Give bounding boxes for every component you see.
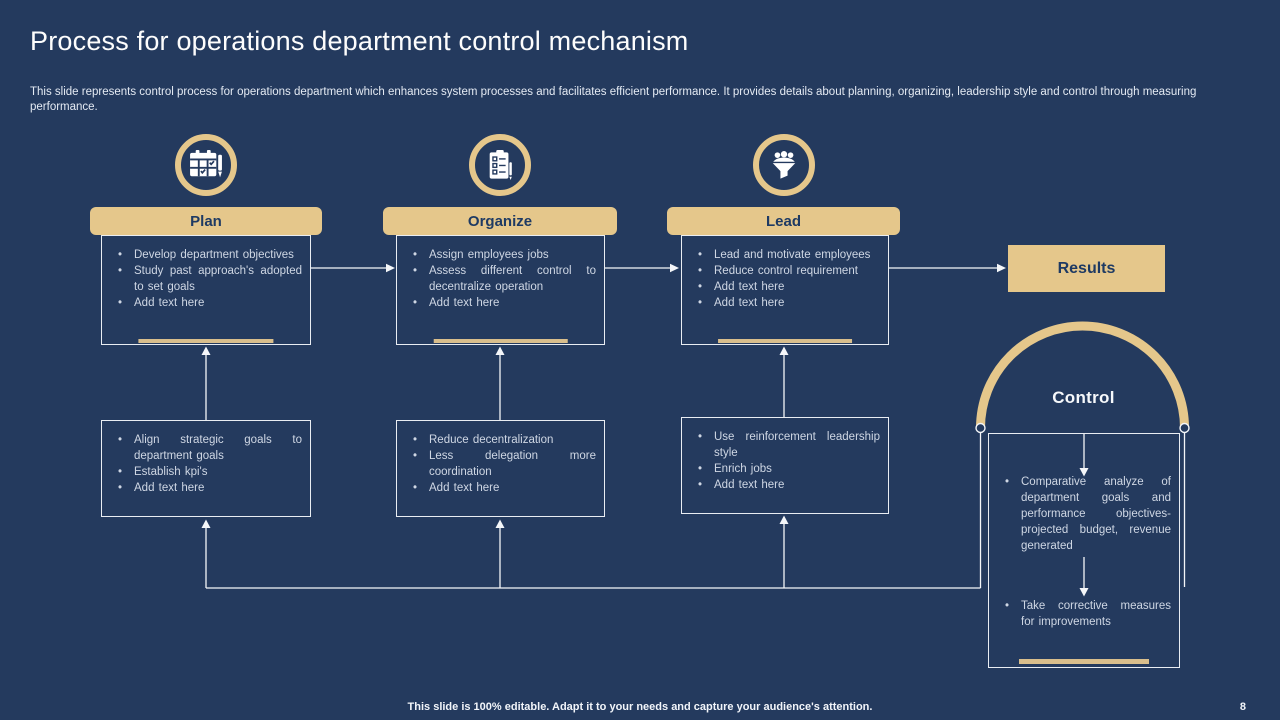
control-bullet-1: Comparative analyze of department goals … [991, 474, 1177, 554]
slide-description: This slide represents control process fo… [30, 86, 1197, 113]
plan-feedback-list: Align strategic goals to department goal… [102, 421, 310, 496]
bullet-item: Comparative analyze of department goals … [993, 474, 1171, 554]
control-arc [976, 321, 1189, 429]
organize-detail-box: Assign employees jobs Assess different c… [396, 235, 605, 345]
control-box: Comparative analyze of department goals … [988, 433, 1180, 668]
page-number: 8 [1239, 701, 1246, 713]
plan-feedback-box: Align strategic goals to department goal… [101, 420, 311, 517]
bullet-item: Assign employees jobs [401, 247, 596, 263]
lead-feedback-list: Use reinforcement leadership style Enric… [682, 418, 888, 493]
lead-detail-box: Lead and motivate employees Reduce contr… [681, 235, 889, 345]
plan-stage-badge [175, 134, 237, 196]
box-accent-underline [1019, 659, 1149, 664]
bullet-item: Add text here [106, 480, 302, 496]
bullet-item: Study past approach's adopted to set goa… [106, 263, 302, 295]
stage-label: Organize [467, 212, 533, 230]
box-accent-underline [433, 339, 568, 343]
control-bullet-2: Take corrective measures for improvement… [991, 598, 1177, 630]
bullet-item: Less delegation more coordination [401, 448, 596, 480]
bullet-item: Add text here [106, 295, 302, 311]
box-accent-underline [718, 339, 852, 343]
results-box: Results [1008, 245, 1165, 292]
bullet-item: Align strategic goals to department goal… [106, 432, 302, 464]
lead-feedback-box: Use reinforcement leadership style Enric… [681, 417, 889, 514]
bullet-item: Enrich jobs [686, 461, 880, 477]
bullet-item: Assess different control to decentralize… [401, 263, 596, 295]
lead-stage-badge [753, 134, 815, 196]
bullet-item: Add text here [401, 480, 596, 496]
bullet-item: Add text here [686, 279, 880, 295]
bullet-item: Add text here [401, 295, 596, 311]
results-label: Results [1057, 259, 1116, 277]
bullet-item: Take corrective measures for improvement… [993, 598, 1171, 630]
arrowheads [201, 263, 1089, 597]
bullet-item: Use reinforcement leadership style [686, 429, 880, 461]
organize-stage-badge [469, 134, 531, 196]
bullet-item: Develop department objectives [106, 247, 302, 263]
bullet-item: Add text here [686, 295, 880, 311]
calendar-pencil-icon [190, 150, 222, 178]
stage-header-plan: Plan [90, 207, 322, 235]
organize-bullet-list: Assign employees jobs Assess different c… [397, 236, 604, 311]
bullet-item: Establish kpi's [106, 464, 302, 480]
organize-feedback-box: Reduce decentralization Less delegation … [396, 420, 605, 517]
organize-feedback-list: Reduce decentralization Less delegation … [397, 421, 604, 496]
bullet-item: Reduce control requirement [686, 263, 880, 279]
stage-label: Lead [765, 212, 801, 230]
page-title: Process for operations department contro… [30, 26, 689, 56]
stage-header-lead: Lead [667, 207, 900, 235]
stage-label: Plan [190, 212, 222, 230]
footer-note: This slide is 100% editable. Adapt it to… [407, 701, 873, 713]
box-accent-underline [138, 339, 274, 343]
lead-bullet-list: Lead and motivate employees Reduce contr… [682, 236, 888, 311]
arc-endpoint-circles [975, 422, 1190, 434]
stage-header-organize: Organize [383, 207, 617, 235]
bullet-item: Lead and motivate employees [686, 247, 880, 263]
bullet-item: Add text here [686, 477, 880, 493]
funnel-people-icon [772, 151, 796, 179]
plan-detail-box: Develop department objectives Study past… [101, 235, 311, 345]
control-label: Control [1052, 388, 1115, 407]
plan-bullet-list: Develop department objectives Study past… [102, 236, 310, 311]
bullet-item: Reduce decentralization [401, 432, 596, 448]
clipboard-checklist-icon [489, 150, 512, 180]
